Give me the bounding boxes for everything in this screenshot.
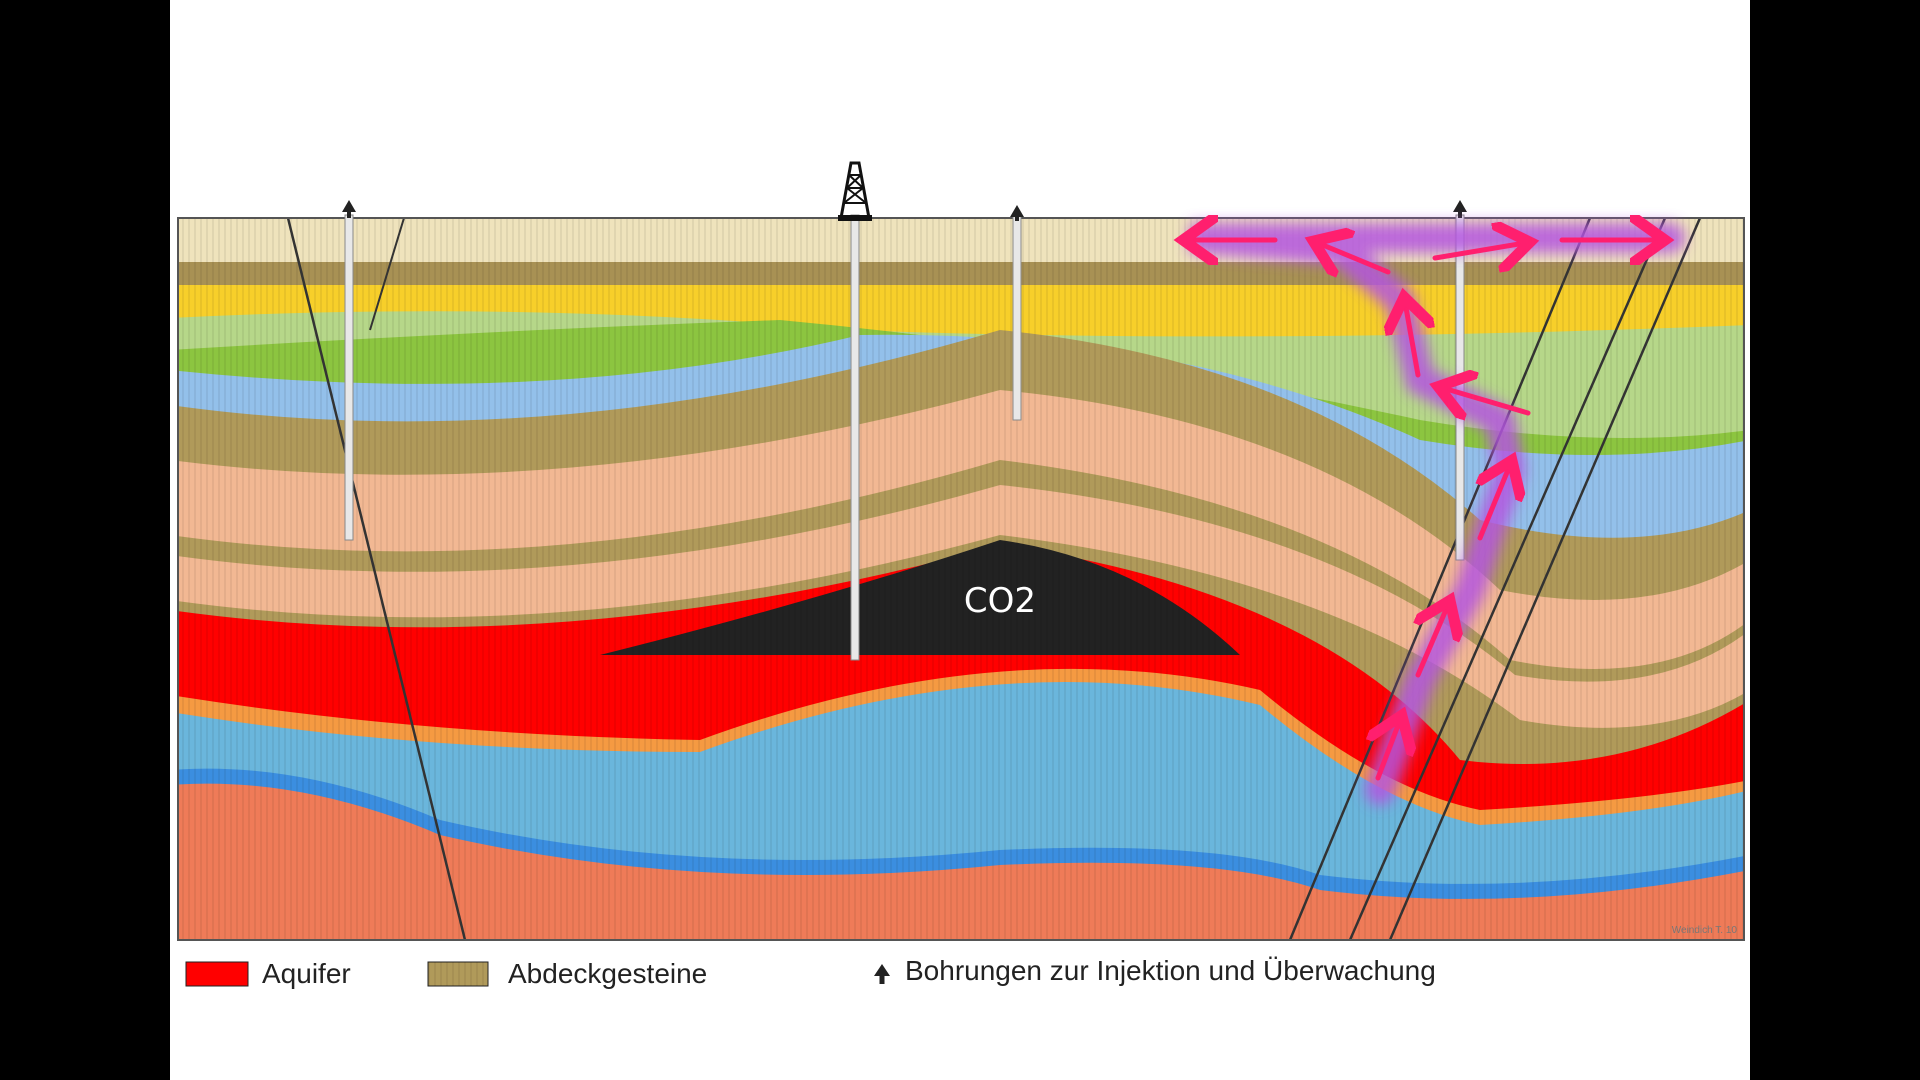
leak-arrow — [1480, 465, 1510, 541]
legend-label-wells: Bohrungen zur Injektion und Überwachung — [905, 955, 1436, 986]
fault-left — [286, 218, 467, 940]
co2-label: CO2 — [964, 581, 1036, 621]
leak-arrow — [1418, 605, 1448, 678]
wellhead-arrow-icon — [874, 964, 890, 984]
hatch-overlay — [178, 218, 1744, 940]
left-black-bar — [0, 0, 170, 1080]
legend-swatch-caprock-hatch — [428, 962, 488, 986]
leak-arrow — [1432, 243, 1525, 258]
leak-arrow — [1443, 388, 1531, 413]
wellhead-arrow-icon — [1010, 205, 1024, 221]
well-3 — [1012, 214, 1022, 421]
author-signature: Weindich T. 10 — [1672, 925, 1738, 936]
fault-zone-right-b — [1348, 218, 1667, 940]
well-1 — [344, 214, 354, 541]
leakage-arrows — [1188, 240, 1660, 781]
leak-arrow — [1318, 243, 1391, 272]
right-black-bar — [1750, 0, 1920, 1080]
fault-zone-right-c — [1388, 218, 1702, 940]
wellhead-arrow-icon — [1453, 200, 1467, 218]
legend-swatch-aquifer — [185, 961, 249, 987]
wellhead-arrow-icon — [342, 200, 356, 218]
legend: Aquifer Abdeckgesteine Bohrungen zur Inj… — [185, 955, 1436, 989]
fault-zone-right-a — [1288, 218, 1592, 940]
strata-group — [178, 218, 1744, 940]
legend-label-caprock: Abdeckgesteine — [508, 958, 707, 989]
section-border — [177, 217, 1745, 941]
legend-label-aquifer: Aquifer — [262, 958, 351, 989]
well-2 — [850, 214, 860, 661]
drilling-rig-icon — [838, 161, 872, 221]
leak-arrow — [1378, 720, 1400, 781]
fault-left-branch — [369, 218, 405, 331]
leak-arrow — [1405, 302, 1418, 378]
